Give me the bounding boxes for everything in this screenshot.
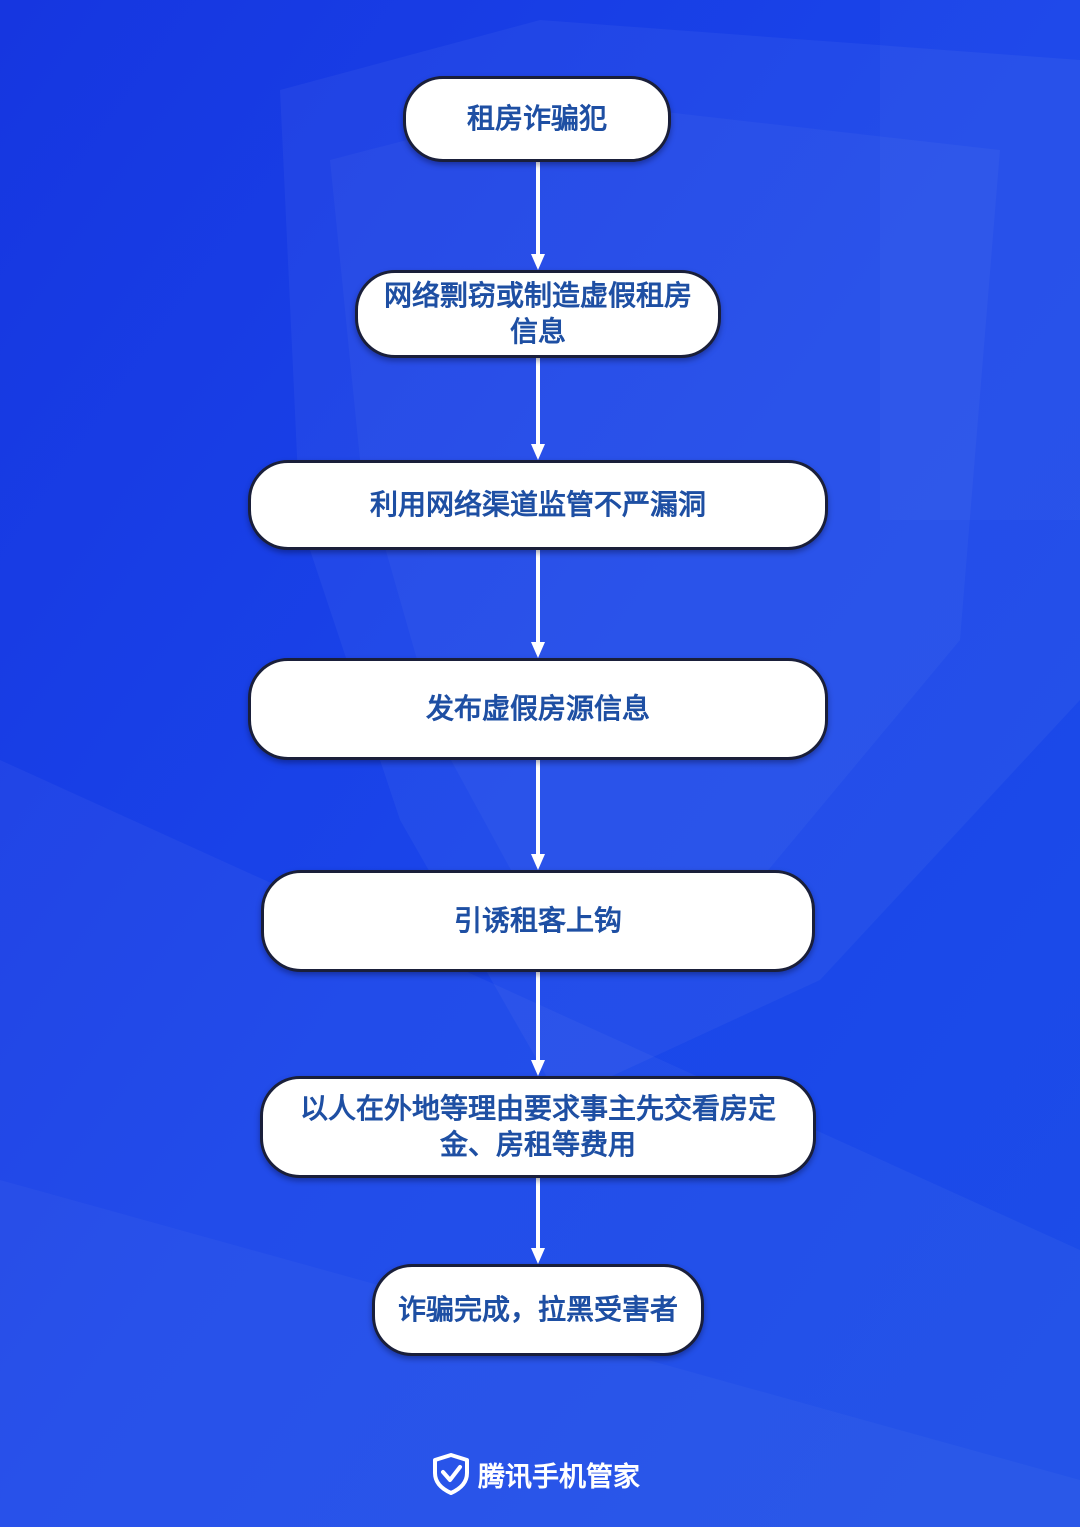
- connector-arrow-3: [531, 548, 545, 658]
- flow-step-3: 利用网络渠道监管不严漏洞: [248, 460, 828, 550]
- flow-step-1: 租房诈骗犯: [403, 76, 671, 162]
- flow-step-label: 诈骗完成，拉黑受害者: [397, 1293, 678, 1326]
- background-band: [880, 0, 1080, 520]
- flow-step-label: 网络剽窃或制造虚假租房信息: [384, 279, 693, 348]
- connector-arrow-2: [531, 356, 545, 460]
- flow-step-2: 网络剽窃或制造虚假租房信息: [355, 270, 721, 358]
- flow-step-4: 发布虚假房源信息: [248, 658, 828, 760]
- connector-arrow-6: [531, 1176, 545, 1264]
- flow-step-7: 诈骗完成，拉黑受害者: [372, 1264, 704, 1356]
- brand-name: 腾讯手机管家: [478, 1461, 640, 1493]
- connector-arrow-5: [531, 970, 545, 1076]
- flow-step-6: 以人在外地等理由要求事主先交看房定金、房租等费用: [260, 1076, 816, 1178]
- flow-step-label: 租房诈骗犯: [466, 102, 607, 135]
- footer-brand: 腾讯手机管家: [432, 1452, 640, 1496]
- shield-check-icon: [433, 1453, 469, 1495]
- flow-step-label: 利用网络渠道监管不严漏洞: [369, 488, 706, 521]
- flow-step-label: 发布虚假房源信息: [425, 692, 650, 725]
- connector-arrow-1: [531, 160, 545, 270]
- flow-step-label: 引诱租客上钩: [453, 904, 622, 937]
- connector-arrow-4: [531, 758, 545, 870]
- flow-step-5: 引诱租客上钩: [261, 870, 815, 972]
- flow-step-label: 以人在外地等理由要求事主先交看房定金、房租等费用: [299, 1092, 776, 1161]
